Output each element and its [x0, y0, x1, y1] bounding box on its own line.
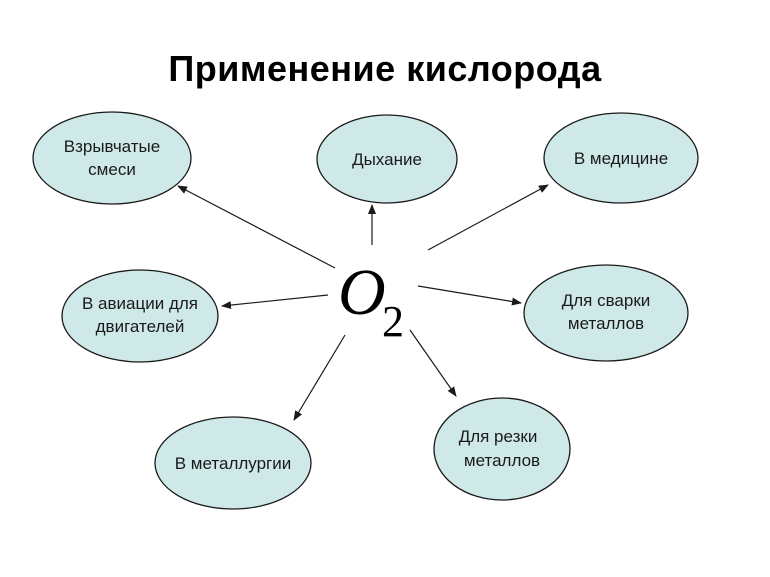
node-label-line: Для резки: [459, 427, 538, 446]
node-label-line: смеси: [88, 160, 136, 179]
arrow-to-medicine: [427, 184, 549, 251]
node-label-line: Для сварки: [562, 291, 651, 310]
node-cutting: Для резки металлов: [433, 397, 571, 501]
diagram-title: Применение кислорода: [168, 48, 602, 89]
node-metallurgy: В металлургии: [154, 416, 312, 510]
node-label-line: В авиации для: [82, 294, 198, 313]
node-medicine: В медицине: [543, 112, 699, 204]
node-welding: Для сварки металлов: [523, 264, 689, 362]
node-aviation: В авиации для двигателей: [61, 269, 219, 363]
arrow-to-explosives: [177, 185, 336, 269]
node-label-line: металлов: [464, 451, 540, 470]
connectors: [177, 184, 549, 421]
center-symbol: O: [338, 256, 386, 329]
arrow-to-metallurgy: [293, 334, 346, 421]
center-subscript: 2: [382, 297, 404, 346]
node-breathing: Дыхание: [316, 114, 458, 204]
node-label-line: В медицине: [574, 149, 668, 168]
node-label-line: Взрывчатые: [64, 137, 160, 156]
node-label-line: двигателей: [96, 317, 185, 336]
node-label-line: В металлургии: [175, 454, 292, 473]
node-label-line: металлов: [568, 314, 644, 333]
arrow-to-cutting: [409, 329, 457, 397]
arrow-to-welding: [417, 285, 522, 306]
node-label-line: Дыхание: [352, 150, 422, 169]
arrow-to-aviation: [221, 294, 329, 310]
center-formula: O 2: [338, 256, 404, 346]
node-explosives: Взрывчатые смеси: [32, 111, 192, 205]
